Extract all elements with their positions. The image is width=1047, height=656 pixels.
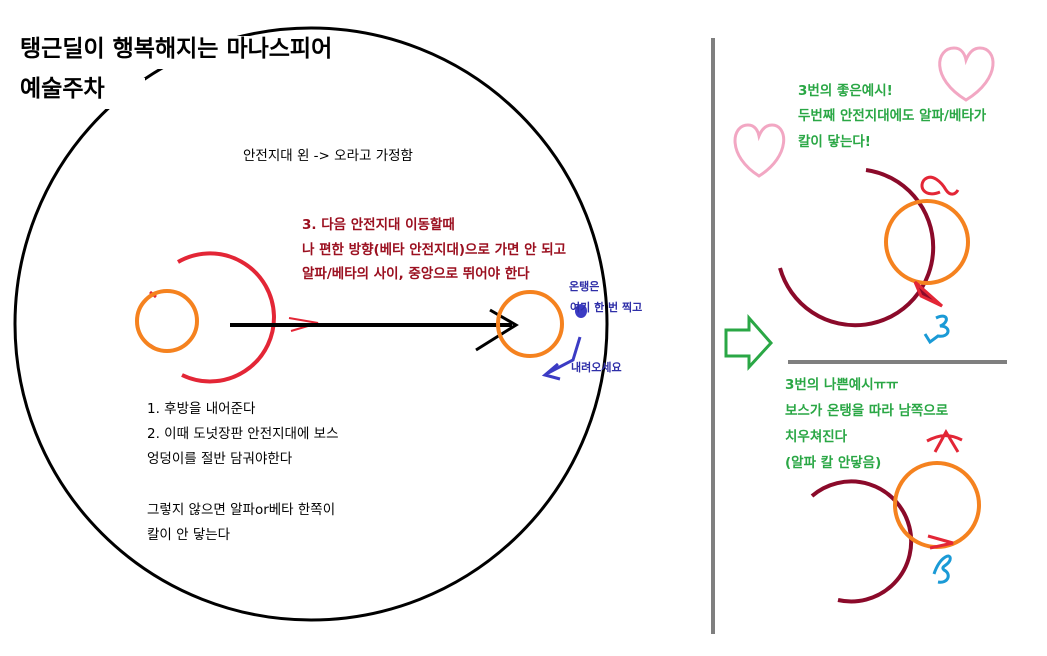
good-red-wedge <box>913 280 943 308</box>
left-donut-red-arc <box>177 251 276 384</box>
come-down-arrow-head <box>541 362 561 381</box>
come-down-note: 내려오세요 <box>571 361 622 374</box>
steps-line2: 2. 이때 도넛장판 안전지대에 보스 <box>147 426 339 442</box>
bad-beta-mark <box>932 554 952 584</box>
heart-top-right <box>938 46 995 102</box>
good-alpha-mark <box>920 175 960 196</box>
bad-example-line4: (알파 칼 안닿음) <box>785 455 882 471</box>
steps-line1: 1. 후방을 내어준다 <box>147 401 256 417</box>
bad-example-line3: 치우쳐진다 <box>785 429 848 445</box>
page-title-line1: 탱근딜이 행복해지는 마나스피어 <box>20 36 335 69</box>
bad-red-wedge <box>927 534 954 550</box>
step3-line2: 나 편한 방향(베타 안전지대)으로 가면 안 되고 <box>302 242 567 258</box>
bad-orange-circle <box>893 461 981 549</box>
step3-line1: 3. 다음 안전지대 이동할때 <box>302 217 455 233</box>
come-down-arrow <box>547 336 582 375</box>
arena-circle <box>13 26 609 622</box>
heart-left <box>733 123 786 178</box>
bad-example-line2: 보스가 온탱을 따라 남쪽으로 <box>785 403 949 419</box>
green-arrow <box>724 314 774 371</box>
good-example-line1: 3번의 좋은예시! <box>798 83 893 99</box>
step3-line3: 알파/베타의 사이, 중앙으로 뛰어야 한다 <box>302 266 530 282</box>
good-boss-maroon-arc <box>778 168 936 328</box>
assumption-note: 안전지대 왼 -> 오라고 가정함 <box>243 148 413 164</box>
otherwise-line2: 칼이 안 닿는다 <box>147 527 231 543</box>
bad-boss-maroon-arc <box>810 479 914 604</box>
right-orange-circle <box>496 290 564 358</box>
stomp-note-line1: 온탱은 <box>569 280 600 293</box>
good-orange-circle <box>884 199 970 285</box>
page-title-line2: 예술주차 <box>20 78 145 109</box>
good-example-line3: 칼이 닿는다! <box>798 134 871 150</box>
left-orange-circle <box>135 289 199 353</box>
otherwise-line1: 그렇지 않으면 알파or베타 한쪽이 <box>147 502 336 518</box>
bad-example-line1: 3번의 나쁜예시ㅠㅠ <box>785 377 899 393</box>
movement-arrow-head <box>475 308 519 352</box>
bad-alpha-mark <box>926 428 963 453</box>
steps-line3: 엉덩이를 절반 담궈야한다 <box>147 451 293 467</box>
stomp-note-line2: 여기 한 번 찍고 <box>570 301 643 314</box>
good-beta-mark <box>923 314 950 345</box>
stomp-dot <box>575 304 587 318</box>
good-example-line2: 두번째 안전지대에도 알파/베타가 <box>798 108 987 124</box>
